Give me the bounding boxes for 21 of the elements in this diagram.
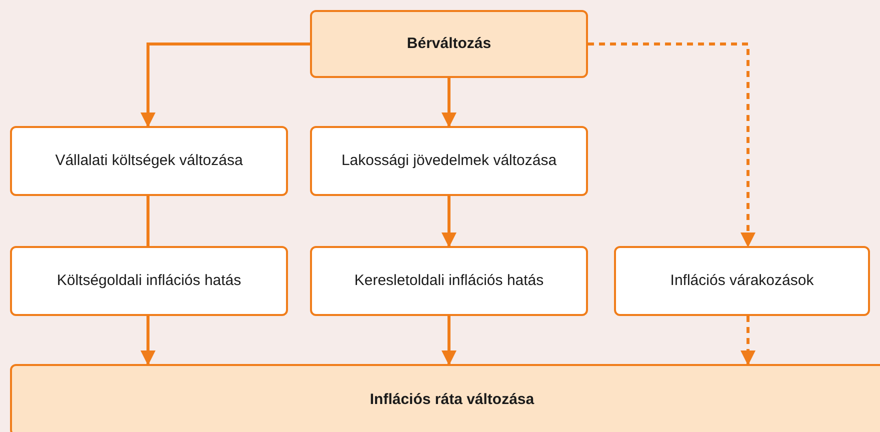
arrow [740,316,756,366]
process-box [10,126,288,196]
process-box [614,246,870,316]
box-label: Költségoldali inflációs hatás [56,270,242,291]
arrow [140,316,156,366]
process-box [10,246,288,316]
arrow [442,78,456,128]
arrow [442,316,456,366]
highlighted-box [310,10,588,78]
box-label: Keresletoldali inflációs hatás [354,270,544,291]
box-label: Inflációs ráta változása [370,390,534,410]
arrow [442,196,456,248]
box-label: Vállalati költségek változása [55,150,243,171]
arrow [588,42,756,248]
box-label: Lakossági jövedelmek változása [341,150,557,171]
process-box [310,126,588,196]
box-label: Inflációs várakozások [670,270,814,291]
process-box [310,246,588,316]
highlighted-box [10,364,880,432]
arrow [140,42,310,128]
box-label: Bérváltozás [406,34,492,54]
